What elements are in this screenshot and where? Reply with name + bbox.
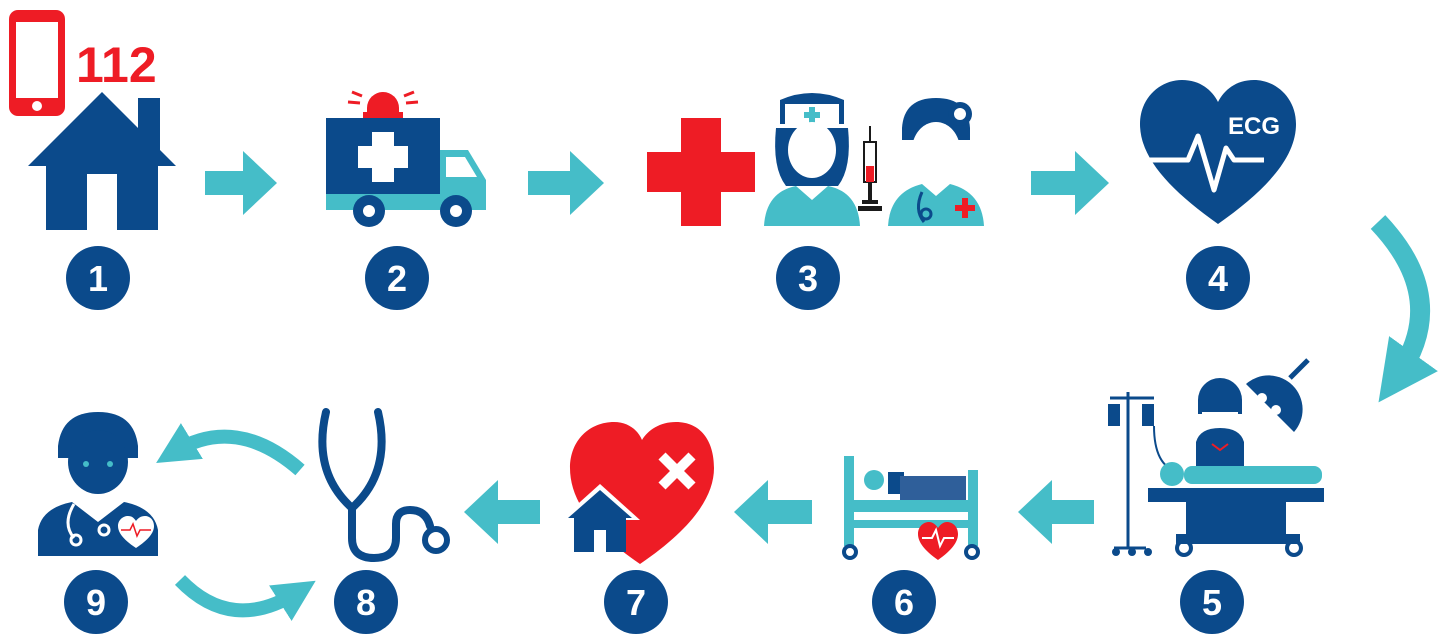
arrow-left-icon	[464, 480, 540, 544]
step-number: 8	[356, 582, 376, 623]
phone-icon	[9, 10, 65, 116]
arrow-left-icon	[734, 480, 812, 544]
step-number: 2	[387, 258, 407, 299]
emergency-number: 112	[76, 37, 157, 93]
siren-icon	[347, 90, 419, 118]
nurse-icon	[764, 93, 860, 226]
curved-arrow-icon	[174, 575, 316, 621]
step-badge-1: 1	[66, 246, 130, 310]
step-badge-6: 6	[872, 570, 936, 634]
small-house-icon	[560, 484, 640, 552]
ecg-label: ECG	[1228, 113, 1280, 140]
step-badge-3: 3	[776, 246, 840, 310]
medical-staff-icon	[647, 93, 984, 226]
stethoscope-icon	[318, 408, 450, 563]
patient-icon	[1160, 462, 1322, 486]
medical-cross-icon	[358, 132, 408, 182]
heart-pulse-icon	[118, 516, 154, 548]
step-number: 5	[1202, 582, 1222, 623]
step-number: 3	[798, 258, 818, 299]
heart-home-icon	[560, 422, 714, 564]
heart-monitor-icon	[918, 522, 958, 560]
surgical-lamp-icon	[1246, 358, 1310, 432]
house-icon	[28, 92, 176, 230]
house-with-phone-icon: 112	[9, 10, 176, 230]
hospital-bed-icon	[842, 456, 980, 560]
arrow-right-icon	[1031, 151, 1109, 215]
step-badge-5: 5	[1180, 570, 1244, 634]
step-badge-4: 4	[1186, 246, 1250, 310]
arrow-left-icon	[1018, 480, 1094, 544]
step-badge-2: 2	[365, 246, 429, 310]
step-number: 9	[86, 582, 106, 623]
arrow-right-icon	[205, 151, 277, 215]
step-badge-9: 9	[64, 570, 128, 634]
close-x-icon	[658, 452, 696, 490]
step-number: 1	[88, 258, 108, 299]
heart-ecg-icon: ECG	[1140, 80, 1296, 224]
doctor-icon	[888, 98, 984, 226]
surgeon-icon	[1196, 378, 1244, 470]
step-number: 7	[626, 582, 646, 623]
arrow-right-icon	[528, 151, 604, 215]
syringe-icon	[858, 126, 882, 211]
step-badge-7: 7	[604, 570, 668, 634]
curved-arrow-icon	[156, 423, 305, 476]
step-number: 4	[1208, 258, 1228, 299]
operating-room-icon	[1108, 358, 1324, 557]
doctor-cardiologist-icon	[38, 412, 158, 556]
step-number: 6	[894, 582, 914, 623]
step-badge-8: 8	[334, 570, 398, 634]
red-cross-icon	[647, 118, 755, 226]
curved-arrow-icon	[1370, 215, 1438, 403]
ambulance-icon	[326, 90, 486, 227]
